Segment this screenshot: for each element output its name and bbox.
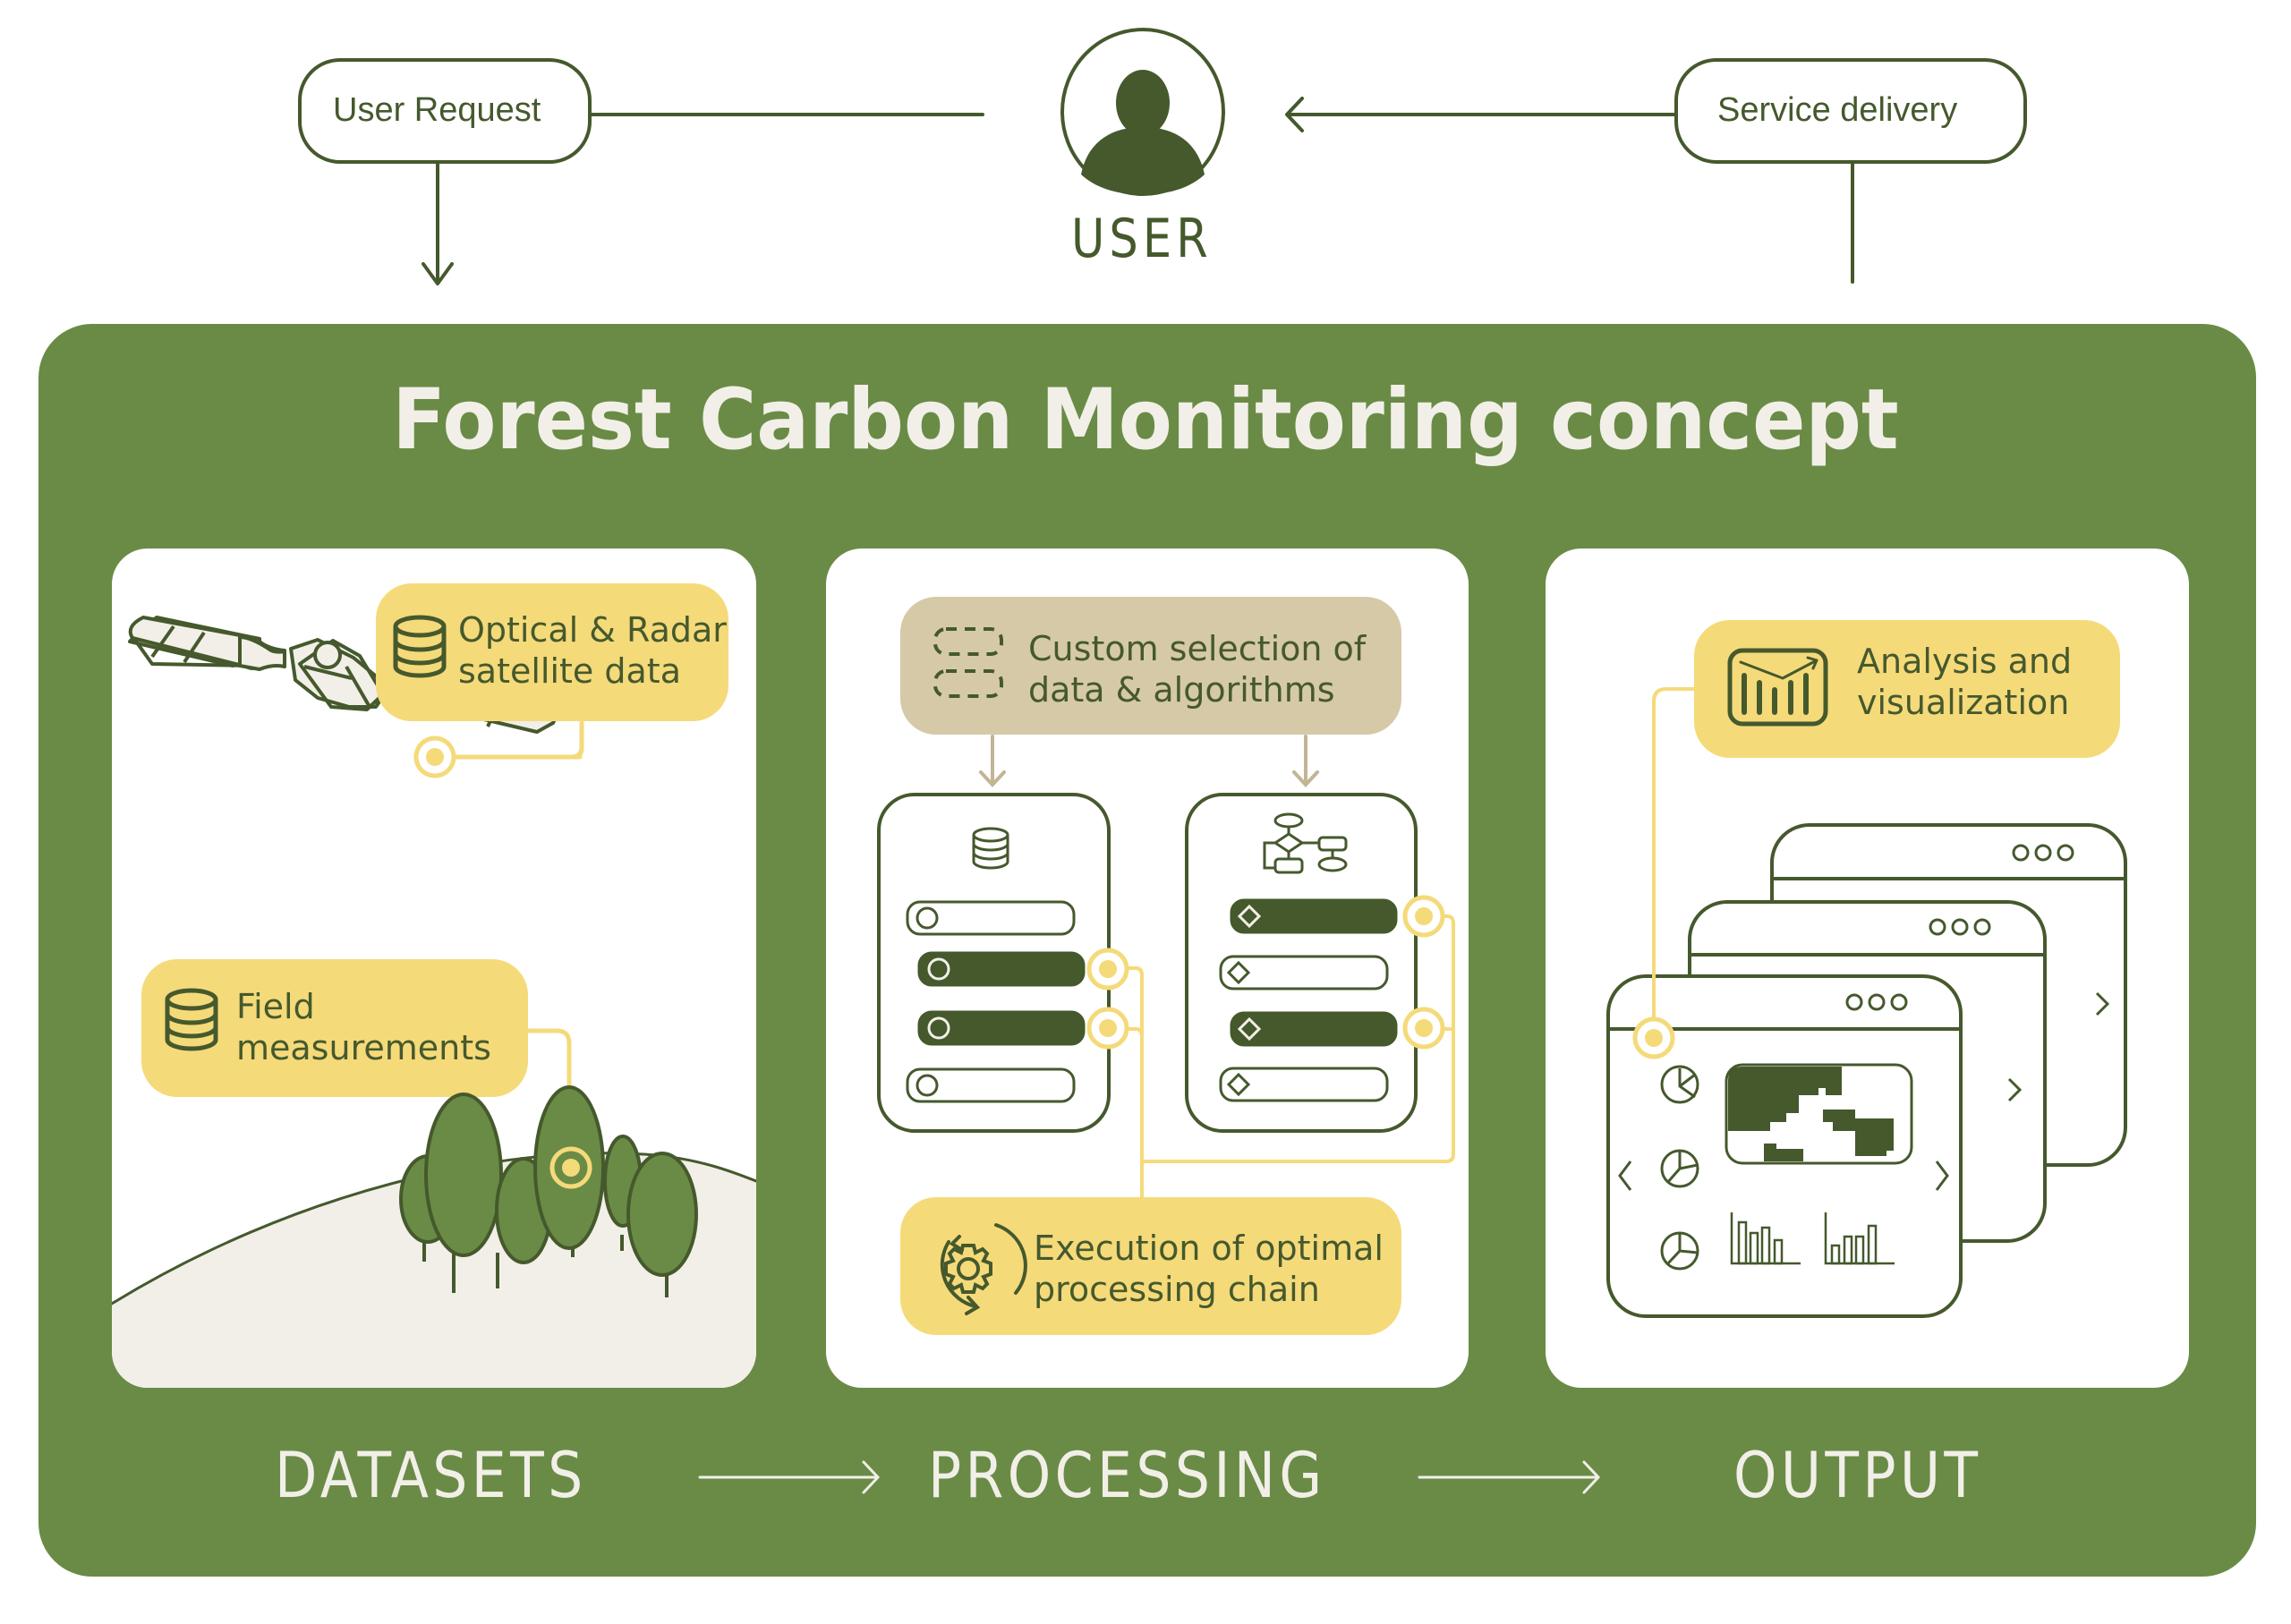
algorithm-list-item[interactable] <box>1230 898 1398 934</box>
field-marker <box>549 1146 592 1189</box>
radio-circle-icon <box>916 906 939 930</box>
processing-card <box>826 548 1469 1388</box>
processing-markers <box>1086 895 1445 1050</box>
database-icon <box>165 988 218 1051</box>
field-measurements-box <box>141 959 528 1097</box>
gear-cycle-icon <box>940 1223 1027 1315</box>
data-list-item[interactable] <box>906 900 1076 936</box>
map-region <box>1728 1067 1842 1131</box>
stage-arrows <box>698 1460 1601 1494</box>
database-icon <box>393 615 447 678</box>
algorithm-list-item[interactable] <box>1230 1011 1398 1047</box>
diamond-icon <box>1237 904 1262 929</box>
request-down-arrowhead <box>422 262 454 285</box>
algorithm-list-item[interactable] <box>1219 1067 1389 1102</box>
diamond-icon <box>1226 1072 1251 1097</box>
dashed-selection-icon <box>933 627 1003 698</box>
service-delivery-label: Service delivery <box>1717 91 1958 129</box>
custom-selection-box <box>900 597 1401 735</box>
diamond-icon <box>1237 1016 1262 1042</box>
algorithm-list-item[interactable] <box>1219 955 1389 991</box>
satellite-marker <box>413 735 456 778</box>
diamond-icon <box>1226 960 1251 985</box>
flowchart-icon <box>1263 812 1348 874</box>
delivery-arrowhead <box>1285 97 1304 132</box>
execution-text: Execution of optimal processing chain <box>1034 1229 1384 1309</box>
radio-circle-icon <box>916 1074 939 1097</box>
execution-box <box>900 1197 1401 1335</box>
browser-window-front <box>1606 974 1963 1318</box>
data-list-item[interactable] <box>917 951 1086 987</box>
data-list-rows <box>906 900 1086 1103</box>
page-title: Forest Carbon Monitoring concept <box>392 371 1899 469</box>
field-measurements-text: Field measurements <box>236 987 491 1067</box>
database-icon <box>972 827 1009 870</box>
satellite-data-text: Optical & Radar satellite data <box>458 610 727 691</box>
custom-selection-text: Custom selection of data & algorithms <box>1028 629 1367 710</box>
data-list-item[interactable] <box>906 1067 1076 1103</box>
algorithm-list-rows <box>1219 898 1398 1102</box>
data-list-item[interactable] <box>917 1010 1086 1046</box>
service-delivery-pill <box>1674 58 2027 164</box>
user-icon <box>1081 70 1205 195</box>
radio-circle-icon <box>927 957 950 981</box>
next-arrow-icon <box>1935 1161 1949 1191</box>
stage-processing: PROCESSING <box>928 1439 1326 1512</box>
prev-arrow-icon <box>1618 1161 1632 1191</box>
user-label: USER <box>1071 208 1213 270</box>
user-request-label: User Request <box>333 91 541 129</box>
stage-output: OUTPUT <box>1733 1439 1982 1512</box>
radio-circle-icon <box>927 1016 950 1040</box>
analysis-text: Analysis and visualization <box>1857 642 2073 722</box>
bar-chart-trend-icon <box>1727 648 1828 727</box>
stage-datasets: DATASETS <box>275 1439 587 1512</box>
selection-arrows <box>979 735 1319 787</box>
user-request-pill <box>298 58 592 164</box>
datasets-connectors <box>445 720 584 1166</box>
output-connector <box>1632 687 1694 1059</box>
satellite-data-box <box>376 583 728 721</box>
